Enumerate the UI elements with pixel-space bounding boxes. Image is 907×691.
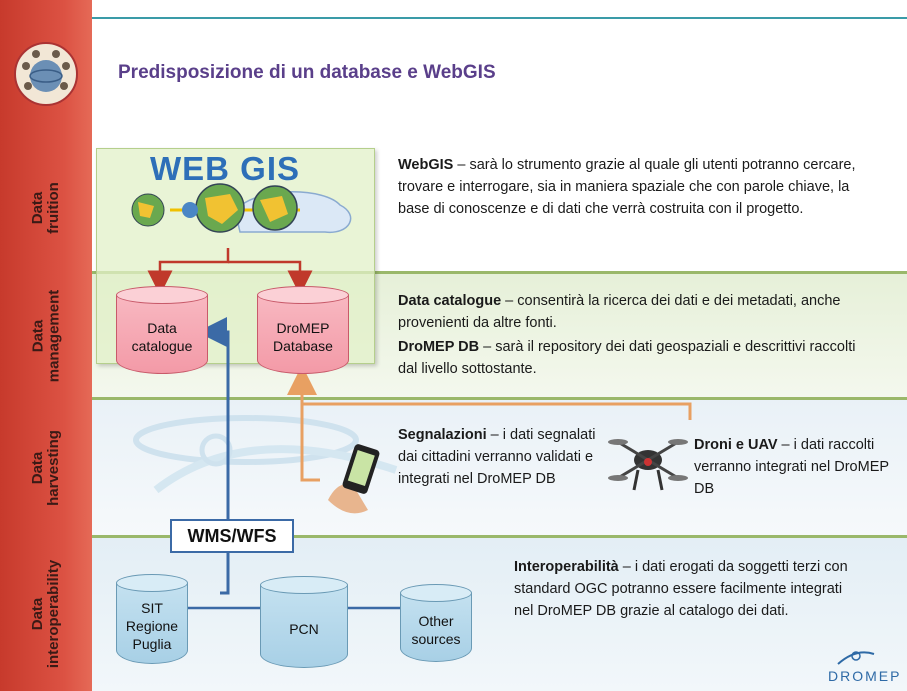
other-sources-cylinder: Other sources bbox=[400, 584, 472, 662]
webgis-description: WebGIS – sarà lo strumento grazie al qua… bbox=[398, 157, 856, 217]
data-catalogue-description: Data catalogue – consentirà la ricerca d… bbox=[398, 293, 841, 331]
interoperabilita-description: Interoperabilità – i dati erogati da sog… bbox=[514, 559, 848, 619]
droni-description: Droni e UAV – i dati raccolti verranno i… bbox=[694, 437, 889, 497]
wms-wfs-label: WMS/WFS bbox=[170, 519, 294, 553]
pcn-cylinder: PCN bbox=[260, 576, 348, 668]
dromep-db-description: DroMEP DB – sarà il repository dei dati … bbox=[398, 339, 856, 377]
dromep-logo-text: DROMEP bbox=[828, 668, 902, 684]
project-globe-logo bbox=[14, 42, 78, 106]
data-catalogue-cylinder: Data catalogue bbox=[116, 286, 208, 374]
segnalazioni-description: Segnalazioni – i dati segnalati dai citt… bbox=[398, 427, 596, 487]
sit-regione-puglia-cylinder: SIT Regione Puglia bbox=[116, 574, 188, 664]
layer-divider bbox=[92, 535, 907, 538]
drone-icon bbox=[608, 439, 688, 491]
layer-side-band bbox=[0, 0, 92, 691]
webgis-logo-text: WEB GIS bbox=[150, 150, 301, 187]
dromep-logo-mark bbox=[837, 651, 875, 665]
dromep-database-cylinder: DroMEP Database bbox=[257, 286, 349, 374]
layer-divider bbox=[92, 271, 907, 274]
top-rule bbox=[92, 17, 907, 19]
smartphone-icon bbox=[328, 444, 380, 514]
layer-divider bbox=[92, 397, 907, 400]
page-title: Predisposizione di un database e WebGIS bbox=[118, 62, 496, 83]
webgis-globes-illustration bbox=[131, 183, 352, 233]
